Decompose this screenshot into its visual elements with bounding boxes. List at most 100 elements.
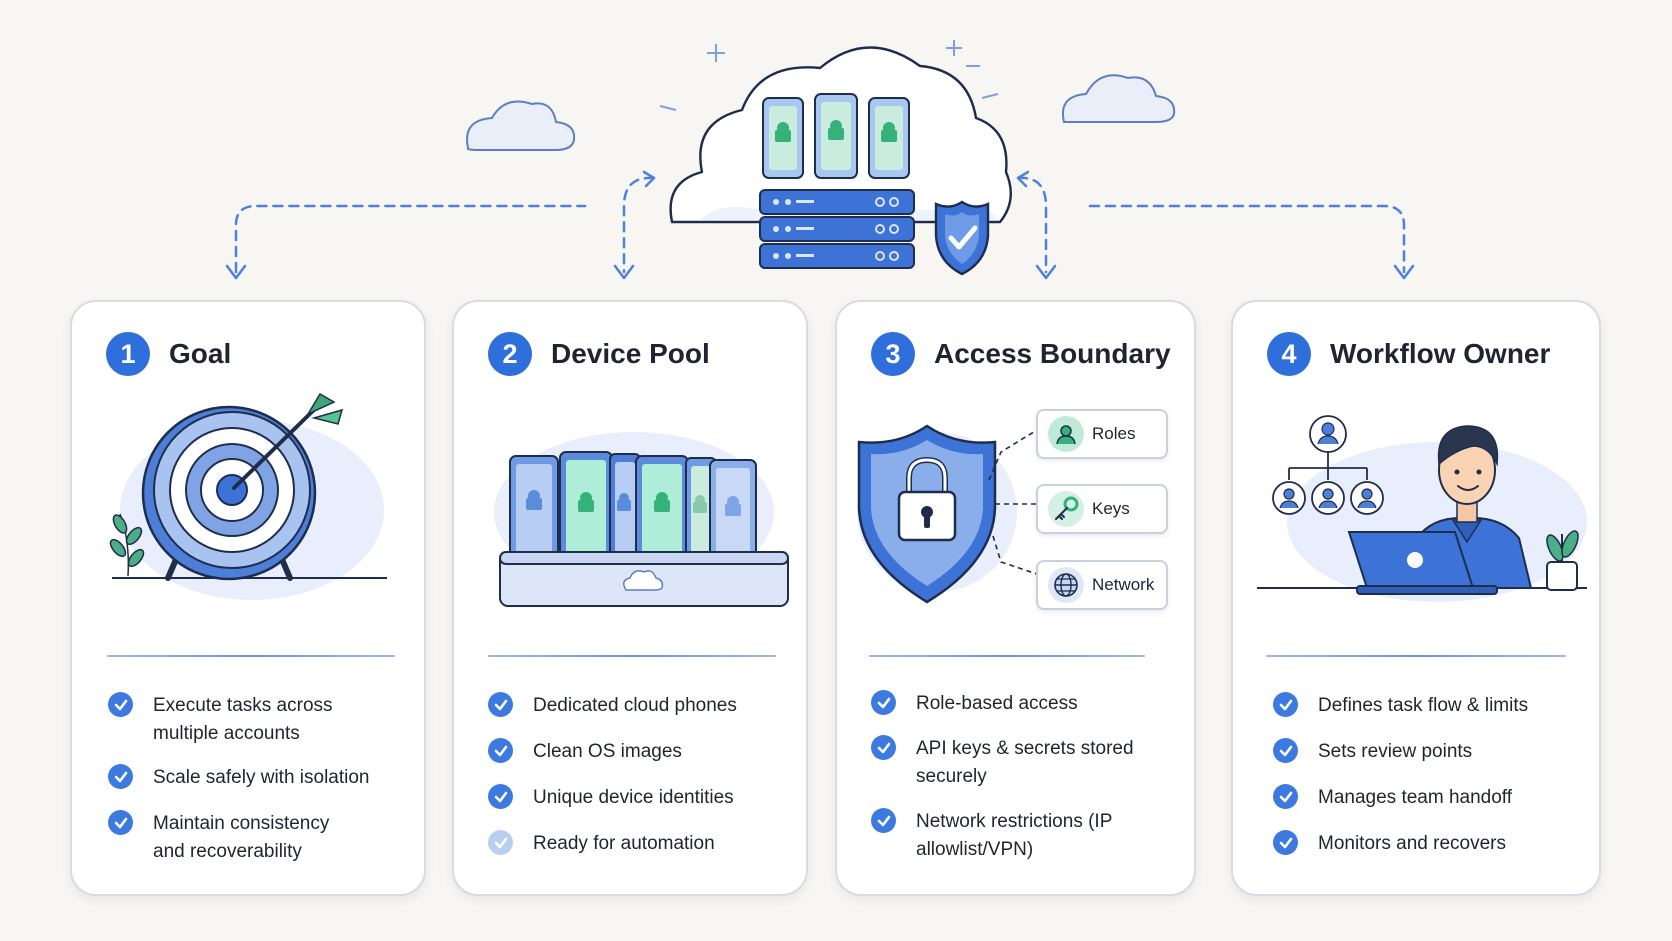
android-icon <box>578 492 594 512</box>
list-item: Unique device identities <box>488 784 793 812</box>
chip-network: Network <box>1036 560 1168 610</box>
bullet-text: Scale safely with isolation <box>153 767 370 788</box>
bullet-text: API keys & secrets stored securely <box>916 738 1134 787</box>
bullet-text: Unique device identities <box>533 787 734 808</box>
card-divider <box>488 655 776 657</box>
android-icon <box>693 495 707 513</box>
chip-label: Network <box>1092 575 1155 594</box>
phone-icon <box>559 451 613 565</box>
sparkle-icon <box>659 40 999 111</box>
lock-icon <box>897 456 957 542</box>
list-item: API keys & secrets stored securely <box>871 735 1146 791</box>
step-number-badge: 2 <box>488 332 532 376</box>
card-device-pool: 2 Device Pool <box>452 300 808 896</box>
phone-icon <box>762 97 804 179</box>
check-icon <box>871 735 896 760</box>
check-icon <box>1273 830 1298 855</box>
android-icon <box>881 122 897 142</box>
android-icon <box>617 493 631 511</box>
card-title: Workflow Owner <box>1330 338 1551 369</box>
card-divider <box>869 655 1145 657</box>
device-pool-illustration <box>494 432 789 607</box>
check-icon <box>108 764 133 789</box>
card-access-boundary: 3 Access Boundary <box>835 300 1196 896</box>
check-icon <box>1273 738 1298 763</box>
check-icon <box>108 810 133 835</box>
check-icon <box>871 808 896 833</box>
arrow-icon <box>232 392 344 490</box>
list-item: Defines task flow & limits <box>1273 692 1588 720</box>
phone-icon <box>609 453 641 565</box>
list-item: Ready for automation <box>488 830 793 858</box>
list-item: Manages team handoff <box>1273 784 1578 812</box>
list-item: Network restrictions (IP allowlist/VPN) <box>871 808 1116 864</box>
chip-roles: Roles <box>1036 409 1168 459</box>
android-icon <box>526 490 542 510</box>
cloud-infrastructure-illustration <box>225 40 1415 280</box>
list-item: Sets review points <box>1273 738 1578 766</box>
phone-icon <box>509 455 559 565</box>
server-icon <box>759 189 915 269</box>
chip-label: Roles <box>1092 424 1136 443</box>
workflow-owner-illustration <box>1257 415 1587 602</box>
globe-icon <box>1048 567 1084 603</box>
target-illustration <box>109 392 387 600</box>
card-title: Device Pool <box>551 338 710 369</box>
connector-lines <box>234 176 1406 274</box>
list-item: Dedicated cloud phones <box>488 692 793 720</box>
chip-label: Keys <box>1092 499 1130 518</box>
bullet-text: Sets review points <box>1318 741 1473 762</box>
card-divider <box>1266 655 1566 657</box>
list-item: Role-based access <box>871 690 1176 718</box>
check-icon <box>871 690 896 715</box>
dock-icon <box>499 551 789 607</box>
bullet-text: Execute tasks across multiple accounts <box>153 695 333 744</box>
cloud-icon <box>466 100 576 151</box>
android-icon <box>828 120 844 140</box>
check-icon <box>488 738 513 763</box>
android-icon <box>654 492 670 512</box>
phone-icon <box>814 93 858 179</box>
bullet-text: Defines task flow & limits <box>1318 695 1529 716</box>
check-icon <box>1273 692 1298 717</box>
arrow-icon <box>225 170 1415 280</box>
bullet-text: Manages team handoff <box>1318 787 1513 808</box>
cloud-icon <box>1062 74 1176 123</box>
step-number-badge: 4 <box>1267 332 1311 376</box>
check-icon <box>488 692 513 717</box>
bullet-text: Ready for automation <box>533 833 715 854</box>
bullet-text: Role-based access <box>916 693 1078 714</box>
bullet-text: Monitors and recovers <box>1318 833 1506 854</box>
card-divider <box>107 655 395 657</box>
cloud-icon <box>623 570 664 591</box>
list-item: Monitors and recovers <box>1273 830 1578 858</box>
android-icon <box>725 496 741 516</box>
bullet-text: Maintain consistency and recoverability <box>153 813 330 862</box>
card-title: Goal <box>169 338 232 369</box>
shield-check-icon <box>934 200 990 276</box>
list-item: Clean OS images <box>488 738 793 766</box>
check-icon <box>488 784 513 809</box>
check-icon <box>108 692 133 717</box>
plant-icon <box>1546 530 1579 591</box>
user-icon <box>1048 416 1084 452</box>
list-item: Execute tasks across multiple accounts <box>108 692 353 748</box>
phone-icon <box>709 459 757 565</box>
phone-icon <box>635 455 689 565</box>
check-icon <box>1273 784 1298 809</box>
bullet-text: Clean OS images <box>533 741 682 762</box>
check-icon <box>488 830 513 855</box>
phone-icon <box>868 97 910 179</box>
step-number-badge: 1 <box>106 332 150 376</box>
chip-keys: Keys <box>1036 484 1168 534</box>
list-item: Scale safely with isolation <box>108 764 413 792</box>
bullet-text: Dedicated cloud phones <box>533 695 737 716</box>
access-shield-illustration <box>857 424 1017 604</box>
step-number-badge: 3 <box>871 332 915 376</box>
plant-icon <box>109 513 145 577</box>
card-goal: 1 Goal <box>70 300 426 896</box>
list-item: Maintain consistency and recoverability <box>108 810 353 866</box>
org-chart-icon <box>1272 415 1384 515</box>
laptop-icon <box>1347 531 1498 595</box>
